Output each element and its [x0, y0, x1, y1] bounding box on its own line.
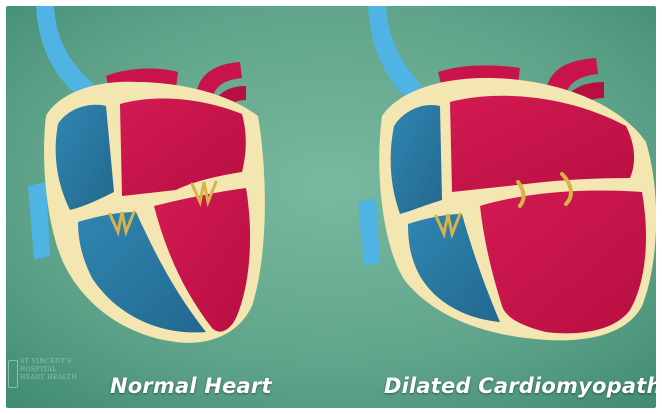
- watermark-line-2: HOSPITAL: [20, 366, 100, 374]
- normal-right-atrium: [56, 105, 114, 210]
- watermark-emblem-icon: [8, 360, 18, 388]
- dilated-right-atrium: [391, 105, 442, 214]
- dilated-heart-caption: Dilated Cardiomyopathy: [384, 374, 656, 398]
- normal-heart-caption: Normal Heart: [110, 374, 272, 398]
- heart-comparison-illustration: [6, 6, 656, 408]
- illustration-stage: ST VINCENT'S HOSPITAL HEART HEALTH Norma…: [6, 6, 656, 408]
- watermark-line-1: ST VINCENT'S: [20, 358, 100, 366]
- watermark-line-3: HEART HEALTH: [20, 374, 100, 382]
- hospital-watermark: ST VINCENT'S HOSPITAL HEART HEALTH: [20, 358, 100, 392]
